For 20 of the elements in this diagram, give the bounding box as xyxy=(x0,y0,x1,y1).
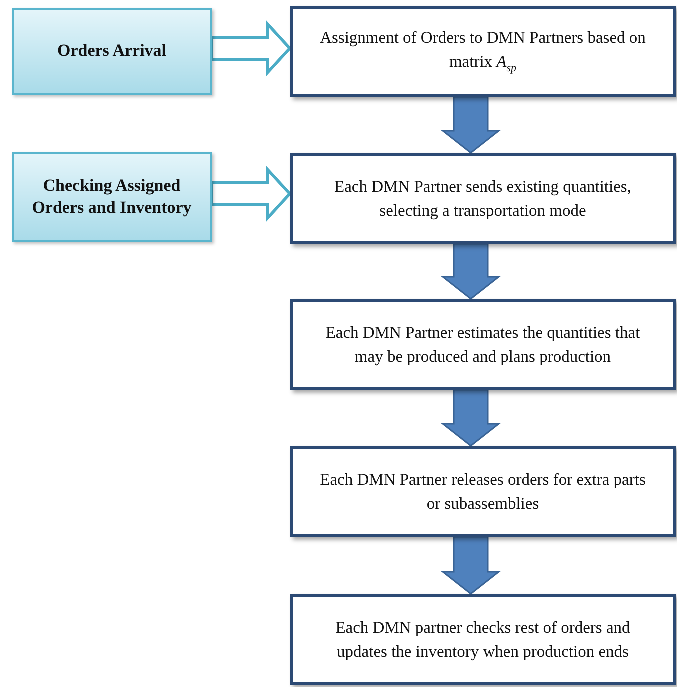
block-arrow xyxy=(210,20,292,76)
process-box xyxy=(12,152,212,242)
process-box xyxy=(12,8,212,95)
block-arrow xyxy=(440,96,502,154)
process-box xyxy=(290,594,676,685)
box-text: Orders Arrival xyxy=(57,40,167,62)
block-arrow xyxy=(440,389,502,447)
block-arrow xyxy=(440,536,502,595)
process-box xyxy=(290,446,676,537)
process-box xyxy=(290,6,676,97)
box-text: Checking Assigned Orders and Inventory xyxy=(31,174,193,219)
block-arrow xyxy=(440,243,502,300)
box-text: Each DMN Partner releases orders for extra parts or subassemblies xyxy=(319,468,647,514)
block-arrow xyxy=(210,166,292,222)
box-text: Each DMN Partner sends existing quantities, selecting a transportation mode xyxy=(334,176,632,222)
box-text: Each DMN Partner estimates the quantities that may be produced and plans production xyxy=(324,322,642,368)
box-text: Assignment of Orders to DMN Partners based on matrix A$_{sp}$ xyxy=(319,26,647,76)
box-text: Each DMN partner checks rest of orders and updates the inventory when production ends xyxy=(334,616,632,663)
process-box xyxy=(290,299,676,390)
process-box xyxy=(290,153,676,244)
